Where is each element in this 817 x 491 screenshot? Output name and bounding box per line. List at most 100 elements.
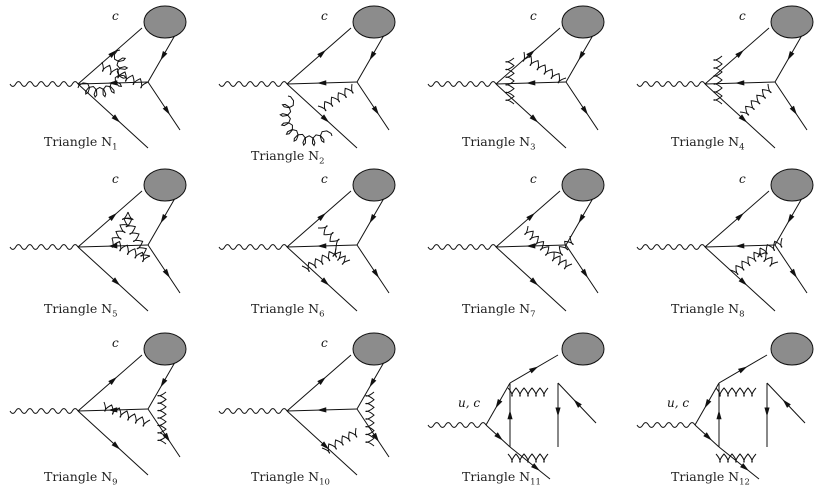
caption-subscript: 8 [739,309,745,320]
meson-line-arrow [578,214,586,224]
quark-line-arrow [108,212,117,221]
box-line-lower-left-arrow [494,432,503,441]
caption-text: Triangle N [671,134,740,149]
gluon-line [321,427,358,454]
gluon-line [553,235,574,256]
diagram-canvas: c [427,168,605,312]
photon-line [9,408,79,414]
meson-line-arrow [369,51,377,61]
meson-line-arrow [369,214,377,224]
caption-subscript: 11 [530,477,541,488]
antiquark-line-arrow [735,243,745,249]
meson-line-arrow [160,378,168,388]
box-line-upper-left-arrow [704,399,712,409]
caption-subscript: 5 [112,309,118,320]
box-quark-line-arrow [738,366,748,374]
spectator-line-arrow [320,114,330,123]
diagram-caption: Triangle N4 [671,134,745,153]
box-line-lower-left-arrow [703,432,712,441]
photon-line [218,408,288,414]
gluon-line [301,247,337,272]
photon-line [427,244,497,250]
feynman-diagram-n11: u, c Triangle N11 [418,327,622,490]
diagram-canvas: c [9,5,187,149]
outgoing-quark-line-arrow [580,268,588,278]
spectator-line-arrow [320,441,330,450]
meson-line-arrow [160,51,168,61]
outgoing-quark-line-arrow [162,105,170,115]
quark-line-arrow [108,49,117,58]
diagram-caption: Triangle N12 [671,469,750,488]
antiquark-line-arrow [526,243,536,249]
meson-blob [352,332,396,366]
gluon-line [77,49,129,99]
gluon-line [713,55,723,105]
quark-label: c [321,336,328,350]
caption-text: Triangle N [251,301,320,316]
spectator-line [286,246,358,312]
diagram-canvas: c [218,5,396,149]
spectator-line-arrow [529,277,539,286]
caption-text: Triangle N [44,301,113,316]
meson-blob [561,168,605,202]
meson-blob [770,5,814,39]
spectator-line [495,83,567,149]
quark-label: u, c [667,396,689,410]
spectator-line-arrow [111,114,121,123]
quark-line-arrow [317,376,326,385]
spectator-line-arrow [738,277,748,286]
gluon-line [317,225,340,249]
caption-text: Triangle N [251,469,320,484]
outgoing-quark-line-arrow [580,105,588,115]
caption-text: Triangle N [462,469,531,484]
meson-blob [143,332,187,366]
caption-subscript: 1 [112,142,118,153]
outgoing-quark-line [356,408,390,458]
spectator-line [286,410,358,476]
box-vertical-right-arrow [764,407,770,417]
quark-label: c [739,9,746,23]
gluon-line [332,247,351,265]
quark-label: c [530,172,537,186]
gluon-line [524,225,555,256]
gluon-line [111,211,134,240]
meson-blob [561,5,605,39]
caption-text: Triangle N [251,148,320,163]
outgoing-quark-line [147,81,181,131]
spectator-line [704,246,776,312]
quark-label: u, c [458,396,480,410]
photon-line [427,422,487,428]
outgoing-quark-line-arrow [371,432,379,442]
feynman-diagram-n12: u, c Triangle N12 [627,327,817,490]
quark-label: c [321,9,328,23]
outgoing-quark-line [565,244,599,294]
antiquark-line-arrow [317,80,327,86]
meson-line-arrow [578,51,586,61]
outgoing-quark-line-arrow [789,105,797,115]
gluon-line [715,387,757,397]
meson-blob [143,168,187,202]
caption-text: Triangle N [671,301,740,316]
outgoing-quark-line-arrow [162,268,170,278]
antiquark-line-arrow [317,243,327,249]
spectator-line [77,246,149,312]
meson-line-arrow [160,214,168,224]
diagram-caption: Triangle N3 [462,134,536,153]
diagram-canvas: c [218,332,396,476]
meson-blob [352,5,396,39]
meson-line-arrow [787,214,795,224]
diagram-canvas: c [427,5,605,149]
gluon-line [739,83,772,116]
caption-subscript: 12 [739,477,750,488]
gluon-line [121,211,151,257]
outgoing-quark-line-arrow [162,432,170,442]
box-vertical-right-arrow [555,407,561,417]
quark-line-arrow [526,49,535,58]
